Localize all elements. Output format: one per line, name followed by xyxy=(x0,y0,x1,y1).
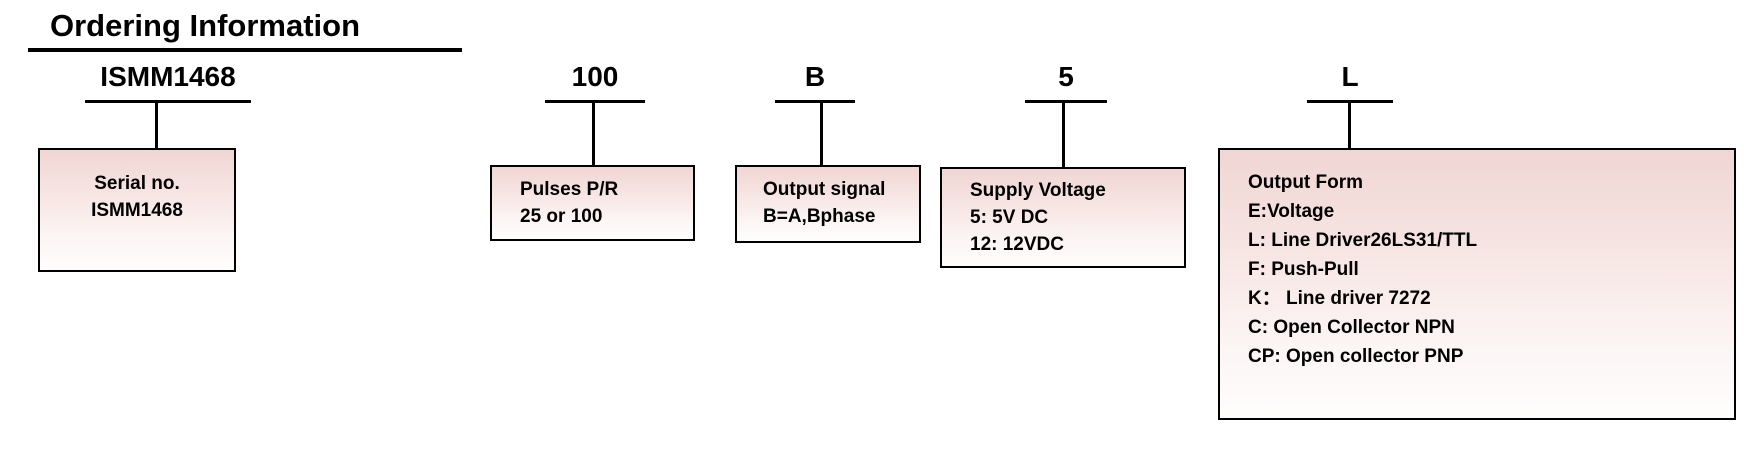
page-title: Ordering Information xyxy=(50,8,360,43)
desc-box-output-form: Output Form E:Voltage L: Line Driver26LS… xyxy=(1218,148,1736,420)
code-label-output-form: L xyxy=(1341,61,1359,92)
connector-line-supply-voltage xyxy=(1062,100,1065,168)
desc-box-output-signal: Output signal B=A,Bphase xyxy=(735,165,921,243)
code-underline-supply-voltage xyxy=(1025,100,1107,103)
connector-line-serial xyxy=(155,100,158,149)
code-label-pulses: 100 xyxy=(571,61,619,92)
desc-box-serial: Serial no. ISMM1468 xyxy=(38,148,236,272)
code-label-supply-voltage: 5 xyxy=(1058,61,1074,92)
desc-box-pulses-text: Pulses P/R 25 or 100 xyxy=(520,179,619,227)
connector-line-pulses xyxy=(592,100,595,166)
code-label-output-signal: B xyxy=(804,61,826,92)
code-underline-pulses xyxy=(545,100,645,103)
desc-box-serial-text: Serial no. ISMM1468 xyxy=(91,173,183,221)
desc-box-supply-voltage: Supply Voltage 5: 5V DC 12: 12VDC xyxy=(940,167,1186,268)
code-underline-output-signal xyxy=(775,100,855,103)
connector-line-output-form xyxy=(1348,100,1351,149)
desc-box-supply-voltage-text: Supply Voltage 5: 5V DC 12: 12VDC xyxy=(970,180,1106,255)
code-underline-serial xyxy=(85,100,251,103)
desc-box-output-form-text: Output Form E:Voltage L: Line Driver26LS… xyxy=(1248,172,1478,367)
connector-line-output-signal xyxy=(820,100,823,166)
desc-box-output-signal-text: Output signal B=A,Bphase xyxy=(763,179,886,227)
code-label-serial: ISMM1468 xyxy=(100,61,236,92)
desc-box-pulses: Pulses P/R 25 or 100 xyxy=(490,165,695,241)
title-underline xyxy=(28,48,462,52)
